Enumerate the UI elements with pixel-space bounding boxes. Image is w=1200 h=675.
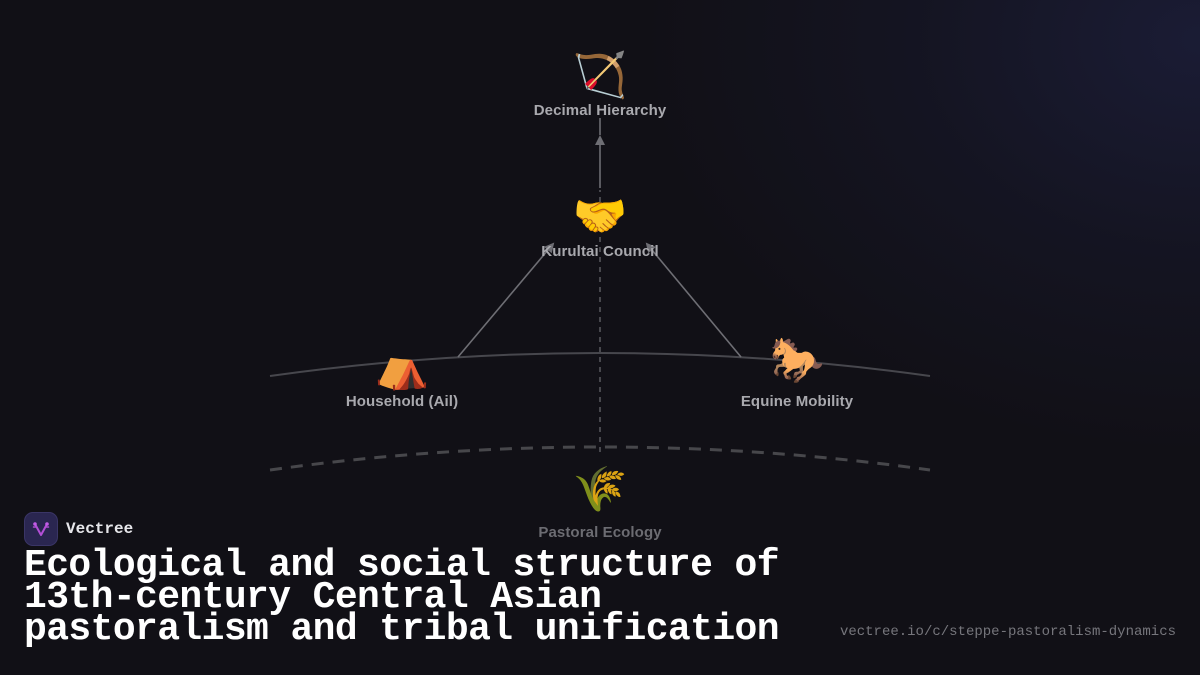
node-kurultai-council[interactable]: 🤝 Kurultai Council (541, 191, 658, 260)
title-line-1: Ecological and social structure of (24, 544, 780, 587)
vectree-fork-icon (32, 522, 50, 536)
node-equine-mobility[interactable]: 🐎 Equine Mobility (741, 335, 853, 410)
ecological-layer-arc (269, 445, 931, 472)
page-title: Ecological and social structure of 13th-… (24, 544, 824, 651)
horse-icon: 🐎 (769, 335, 825, 386)
node-pastoral-ecology[interactable]: 🌾 Pastoral Ecology (538, 464, 661, 541)
rice-sheaf-icon: 🌾 (572, 464, 628, 515)
node-label: Equine Mobility (740, 393, 854, 410)
edge-equine-kurultai (645, 242, 742, 358)
node-decimal-hierarchy[interactable]: 🏹 Decimal Hierarchy (534, 50, 667, 119)
brand[interactable]: Vectree (24, 512, 133, 546)
bow-and-arrow-icon: 🏹 (572, 50, 628, 101)
edge-household-kurultai (457, 242, 555, 358)
vectree-logo (24, 512, 58, 546)
social-layer-arc (269, 352, 931, 377)
source-url[interactable]: vectree.io/c/steppe-pastoralism-dynamics (839, 624, 1176, 640)
node-label: Household (Ail) (345, 393, 459, 410)
title-line-3: pastoralism and tribal unification (24, 608, 780, 651)
node-label: Decimal Hierarchy (533, 102, 667, 119)
node-household-ail[interactable]: ⛺ Household (Ail) (346, 341, 458, 410)
brand-name: Vectree (66, 520, 134, 538)
handshake-icon: 🤝 (572, 191, 628, 242)
title-line-2: 13th-century Central Asian (24, 576, 602, 619)
node-label: Pastoral Ecology (538, 524, 662, 541)
tent-icon: ⛺ (374, 341, 430, 392)
node-label: Kurultai Council (541, 243, 659, 260)
